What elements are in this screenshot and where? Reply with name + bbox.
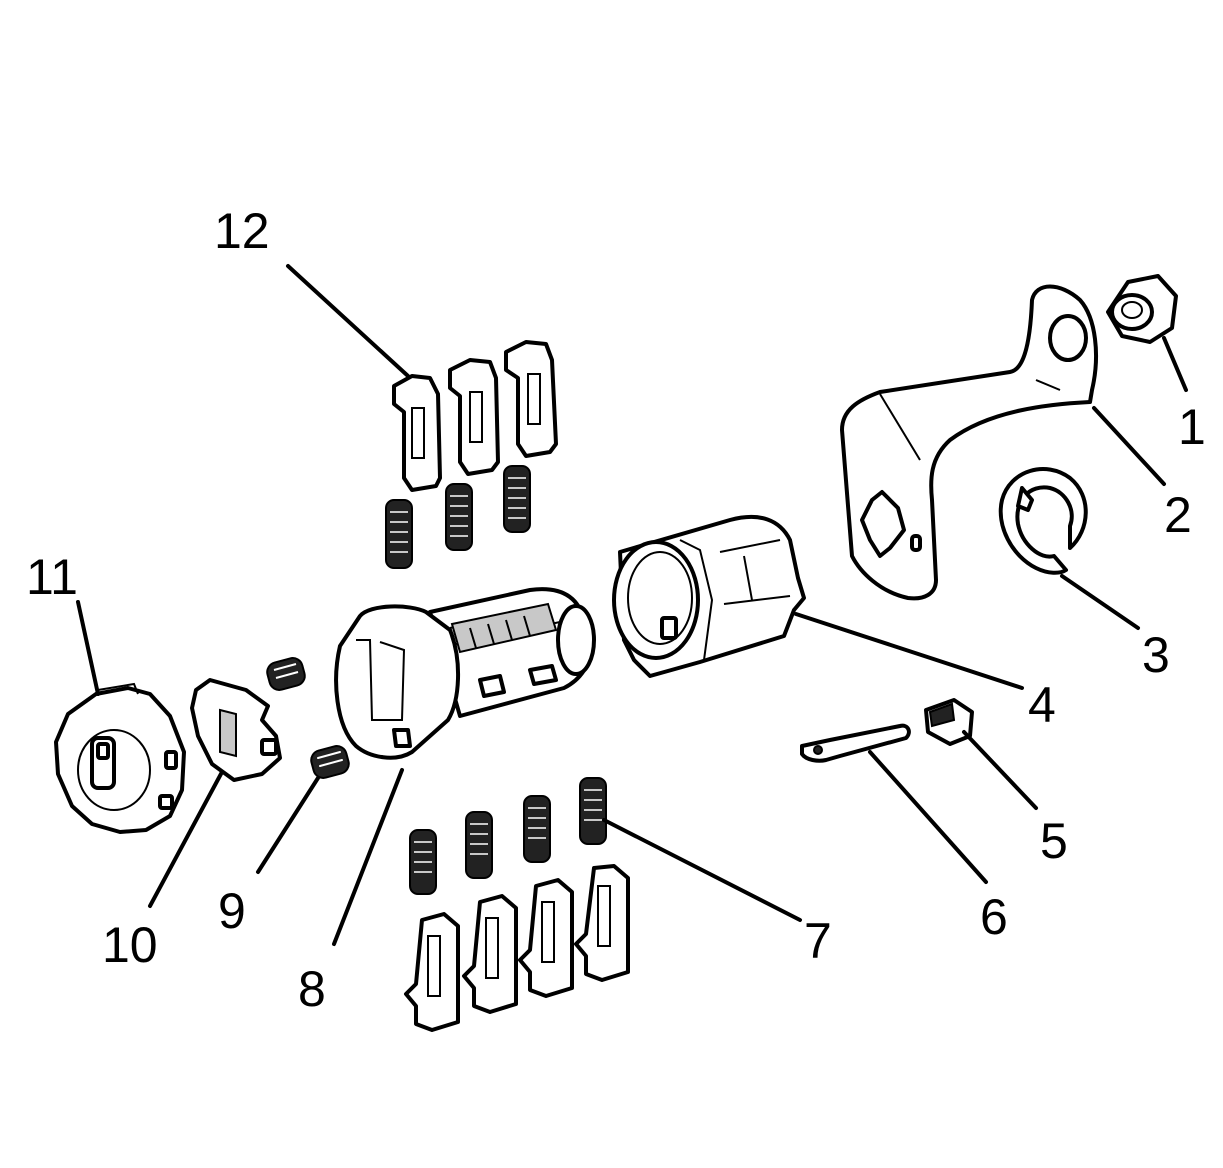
tumbler-upper-1 (392, 374, 442, 492)
callout-2: 2 (1164, 487, 1192, 543)
upper-springs (385, 465, 531, 569)
part-6-tailpiece (800, 723, 911, 763)
leader-11 (76, 600, 100, 696)
tumbler-lower-4 (574, 864, 630, 982)
leader-5 (962, 730, 1038, 810)
part-5-cap (924, 698, 974, 746)
part-7-springs (409, 777, 607, 895)
callout-10: 10 (102, 917, 158, 973)
part-2-bracket (840, 284, 1098, 601)
callout-5: 5 (1040, 813, 1068, 869)
callout-12: 12 (214, 203, 270, 259)
tumbler-lower-3 (518, 878, 574, 998)
leader-8 (332, 768, 404, 946)
leader-1 (1162, 336, 1188, 392)
leader-10 (148, 770, 224, 908)
leader-3 (1060, 574, 1140, 630)
tumbler-upper-2 (448, 358, 500, 476)
part-11-bezel (54, 682, 186, 834)
leader-lines (76, 264, 1188, 946)
lower-tumblers (404, 864, 630, 1032)
leader-2 (1092, 406, 1166, 486)
callout-7: 7 (804, 913, 832, 969)
leader-9 (256, 776, 320, 874)
part-4-lock-housing (612, 514, 806, 678)
spring-small (266, 657, 306, 691)
callout-8: 8 (298, 961, 326, 1017)
leader-12 (286, 264, 410, 378)
part-1-nut (1106, 274, 1178, 344)
leader-4 (794, 612, 1024, 690)
callout-9: 9 (218, 883, 246, 939)
callout-labels: 1 2 3 4 5 6 7 8 9 10 11 12 (26, 203, 1206, 1017)
part-12-tumblers (392, 340, 558, 492)
tumbler-upper-3 (504, 340, 558, 458)
callout-6: 6 (980, 889, 1008, 945)
part-9-spring (310, 745, 350, 779)
part-3-retainer-clip (998, 467, 1088, 575)
tumbler-lower-2 (462, 894, 518, 1014)
part-10-retainer-plate (190, 678, 282, 782)
callout-4: 4 (1028, 677, 1056, 733)
callout-1: 1 (1178, 399, 1206, 455)
leader-7 (602, 818, 802, 922)
callout-11: 11 (26, 549, 78, 605)
part-8-lock-cylinder (334, 587, 596, 760)
callout-3: 3 (1142, 627, 1170, 683)
tumbler-lower-1 (404, 912, 460, 1032)
leader-6 (868, 750, 988, 884)
